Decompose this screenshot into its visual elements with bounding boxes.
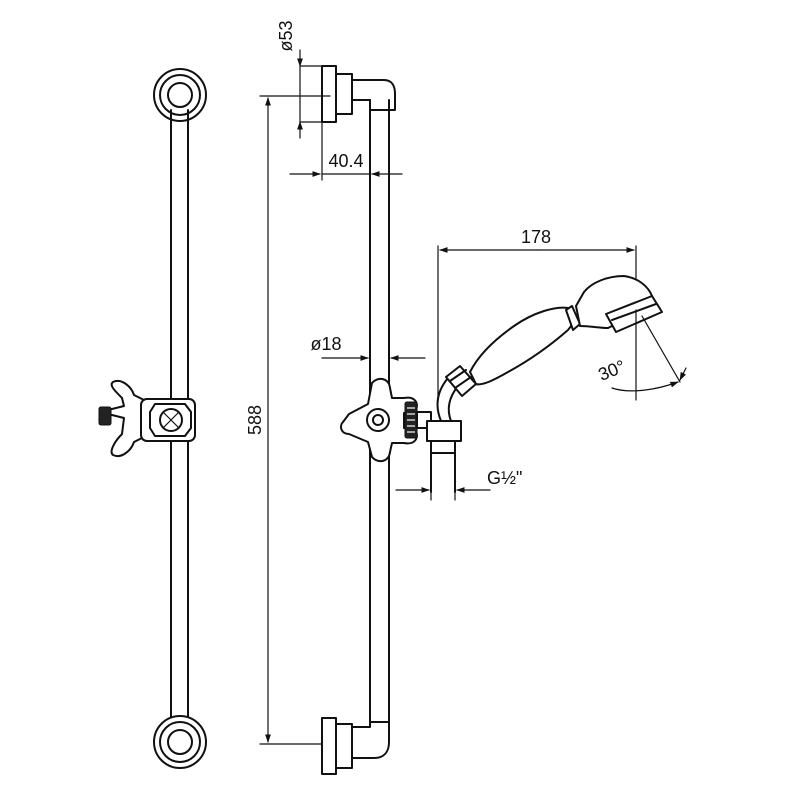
dimension-wall-offset: 40.4 [289, 109, 403, 181]
side-view-bottom-bracket [321, 717, 390, 775]
head-angle-label: 30° [595, 356, 628, 385]
front-view-top-flange [153, 68, 207, 122]
dimension-outlet-thread: G½" [395, 468, 522, 501]
front-view [98, 68, 207, 769]
dimension-handshower-length: 178 [437, 227, 637, 403]
outlet-thread-label: G½" [487, 468, 522, 488]
side-view-top-bracket [321, 65, 396, 123]
rail-length-label: 588 [245, 405, 265, 435]
flange-diameter-label: ø53 [276, 20, 296, 51]
dimension-rail-diameter: ø18 [310, 334, 426, 381]
side-view [321, 65, 663, 775]
outlet-connector [416, 377, 462, 493]
wall-offset-label: 40.4 [328, 151, 363, 171]
dimension-flange-diameter: ø53 [276, 20, 322, 139]
front-view-slider [98, 380, 196, 457]
rail-diameter-label: ø18 [310, 334, 341, 354]
dimension-rail-length: 588 [245, 95, 331, 745]
hand-shower [445, 275, 663, 397]
front-view-bottom-flange [153, 715, 207, 769]
handshower-length-label: 178 [521, 227, 551, 247]
side-view-slider [340, 377, 418, 463]
